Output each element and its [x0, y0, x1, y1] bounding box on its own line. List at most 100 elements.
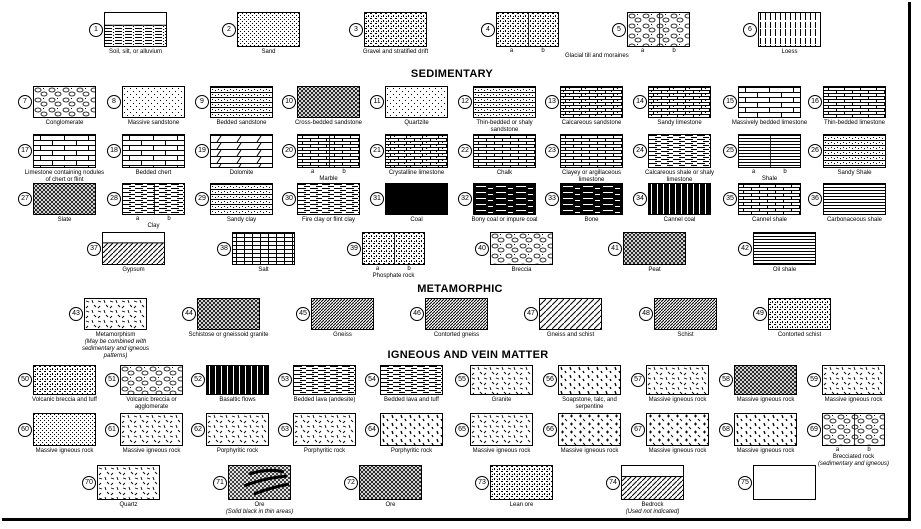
pattern-number: 70 [82, 475, 96, 490]
pattern-label: Shale [729, 176, 811, 183]
pattern-label-text: Schistose or gneissoid granite [188, 332, 269, 338]
pattern-label-text: Lean ore [509, 502, 534, 508]
pattern-label: Ore(Solid black in thin areas) [219, 502, 301, 516]
pattern-swatch-gravel [490, 232, 553, 265]
pattern-label: Contorted gneiss [416, 332, 498, 339]
pattern-label-text: Cross-bedded sandstone [294, 120, 363, 126]
pattern-label-text: Porphyritic rock [390, 448, 433, 454]
pattern-number: 54 [365, 373, 379, 387]
pattern-number: 60 [18, 422, 32, 437]
pattern-label: Bedded sandstone [201, 120, 283, 127]
pattern-label-text: Massive igneous rock [648, 448, 707, 454]
pattern-label: Massively bedded limestone [729, 120, 811, 127]
pattern-label-text: Bony coal or impure coal [471, 217, 538, 223]
pattern-number: 31 [370, 192, 384, 206]
pattern-swatch-gravel-fine [768, 298, 831, 330]
pattern-label: Calcareous sandstone [551, 120, 633, 127]
pattern-number: 1 [89, 22, 103, 37]
pattern-label: Peat [614, 267, 696, 274]
pattern-label: Massive igneous rock [24, 448, 106, 455]
pattern-label: Contorted schist [759, 332, 841, 339]
pattern-number: 21 [370, 144, 384, 158]
pattern-label-text: Porphyritic rock [216, 448, 259, 454]
pattern-label-text: Thin-bedded limestone [823, 120, 886, 126]
pattern-label: Porphyritic rock [197, 448, 279, 455]
pattern-swatch-brick [738, 183, 801, 215]
pattern-label: Dolomite [201, 170, 283, 177]
pattern-swatch-vlines-solid [648, 183, 711, 215]
pattern-label-text: Quartz [119, 502, 138, 508]
pattern-number: 59 [807, 373, 821, 387]
sub-pattern-letter-b: b [407, 266, 411, 272]
pattern-label-text: Marble [319, 176, 338, 182]
pattern-number: 8 [107, 95, 121, 109]
pattern-number: 64 [365, 422, 379, 437]
pattern-swatch-brick-large [122, 134, 185, 168]
pattern-label: Granite [461, 397, 543, 404]
pattern-label: Bedded lava and tuff [371, 397, 453, 404]
pattern-number: 58 [719, 373, 733, 387]
pattern-swatch-gravel-fine [362, 232, 425, 265]
pattern-label-text: Gneiss [333, 332, 352, 338]
pattern-swatch-diag-band [621, 465, 684, 500]
pattern-swatch-dashes [380, 365, 443, 395]
pattern-label-text: Massively bedded limestone [731, 120, 808, 126]
pattern-number: 18 [107, 144, 121, 158]
pattern-number: 19 [195, 144, 209, 158]
sub-pattern-letter-a: a [310, 169, 315, 175]
pattern-swatch-dashes [122, 183, 185, 215]
pattern-label-text: Shale [761, 176, 778, 182]
pattern-label: Salt [223, 267, 305, 274]
pattern-swatch-stipple-lines [210, 183, 273, 215]
sub-pattern-letter-b: b [672, 48, 676, 54]
pattern-label-text: Slate [57, 217, 72, 223]
pattern-number: 24 [633, 144, 647, 158]
pattern-label-text: Massive igneous rock [35, 448, 94, 454]
pattern-label: Gneiss [302, 332, 384, 339]
pattern-label: Bedrock(Used not indicated) [612, 502, 694, 516]
pattern-label: Sandy limestone [639, 120, 721, 127]
pattern-number: 15 [723, 95, 737, 109]
pattern-swatch-dashes-random [97, 465, 160, 500]
pattern-swatch-brick [823, 86, 886, 118]
pattern-label-text: Massive igneous rock [648, 397, 707, 403]
pattern-swatch-diag [539, 298, 602, 330]
pattern-number: 38 [217, 241, 231, 256]
pattern-number: 61 [105, 422, 119, 437]
pattern-label: Volcanic breccia or agglomerate [111, 397, 193, 411]
sub-pattern-letter-a: a [835, 447, 840, 453]
section-heading-igneous: IGNEOUS AND VEIN MATTER [387, 349, 549, 361]
pattern-swatch-ore [228, 465, 291, 500]
pattern-swatch-grid [232, 232, 295, 265]
pattern-label: Ore [350, 502, 432, 509]
pattern-number: 20 [282, 144, 296, 158]
pattern-swatch-brick-dots [648, 86, 711, 118]
pattern-label: Crystalline limestone [376, 170, 458, 177]
pattern-number: 46 [410, 307, 424, 321]
pattern-label: Coal [376, 217, 458, 224]
pattern-label: Quartz [88, 502, 170, 509]
sub-pattern-letter-a: a [640, 48, 645, 54]
chart-frame [2, 2, 911, 521]
pattern-swatch-vlines-solid [206, 365, 269, 395]
